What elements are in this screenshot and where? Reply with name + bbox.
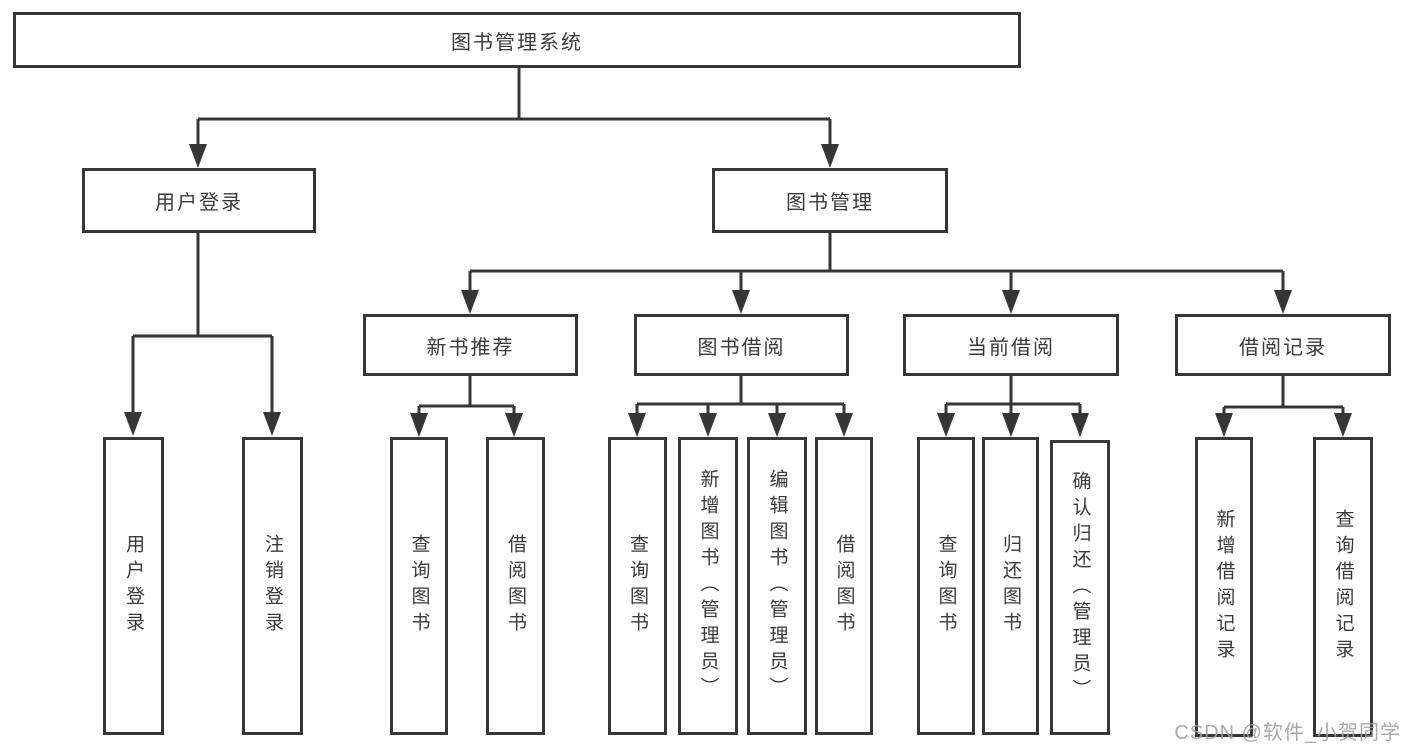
node-borrow-books-2: 借阅图书	[815, 437, 873, 735]
node-user-login-leaf: 用户登录	[103, 437, 164, 735]
node-borrow-records: 借阅记录	[1175, 314, 1391, 376]
node-book-borrow: 图书借阅	[634, 314, 849, 376]
node-add-borrow-record: 新增借阅记录	[1195, 437, 1253, 737]
node-book-management: 图书管理	[712, 168, 948, 233]
node-query-books-1: 查询图书	[390, 437, 448, 735]
node-borrow-books-1: 借阅图书	[486, 437, 545, 735]
node-return-books: 归还图书	[982, 437, 1039, 735]
node-query-books-3: 查询图书	[917, 437, 975, 735]
node-query-books-2: 查询图书	[608, 437, 667, 735]
node-query-borrow-record: 查询借阅记录	[1313, 437, 1373, 737]
node-new-book-recommend: 新书推荐	[363, 314, 578, 376]
node-current-borrow: 当前借阅	[903, 314, 1119, 376]
node-library-system: 图书管理系统	[13, 12, 1021, 68]
node-confirm-return-admin: 确认归还（管理员）	[1050, 440, 1110, 735]
node-add-book-admin: 新增图书（管理员）	[678, 437, 738, 735]
node-edit-book-admin: 编辑图书（管理员）	[747, 437, 807, 735]
watermark-text: CSDN @软件_小贺同学	[1174, 722, 1401, 744]
node-user-login: 用户登录	[82, 168, 316, 233]
node-logout: 注销登录	[242, 437, 303, 735]
